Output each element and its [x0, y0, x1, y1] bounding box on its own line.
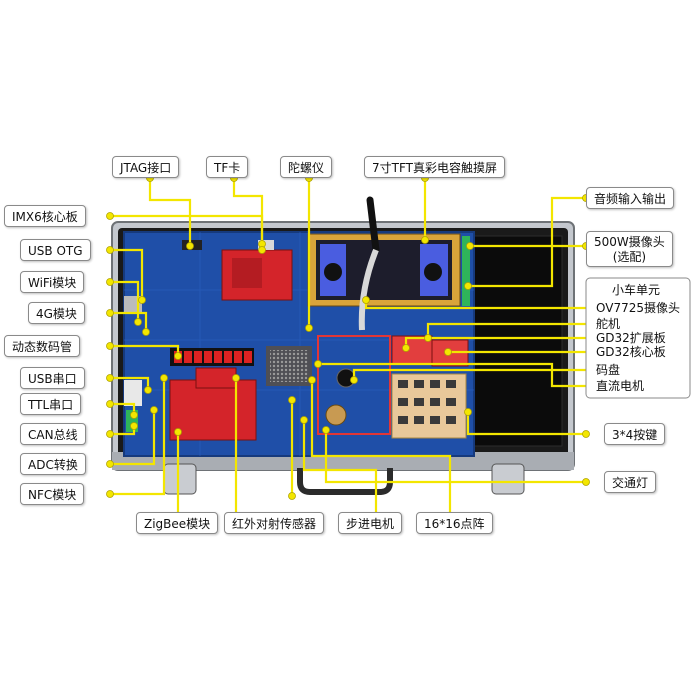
- label-seven-seg: 动态数码管: [4, 335, 81, 357]
- foam-compartment: [469, 235, 563, 447]
- label-jtag: JTAG接口: [112, 156, 180, 178]
- label-tft-screen: 7寸TFT真彩电容触摸屏: [364, 156, 505, 178]
- antenna: [366, 196, 380, 254]
- label-imx6: IMX6核心板: [4, 205, 86, 227]
- label-ttl-serial: TTL串口: [20, 393, 82, 415]
- tf-slot: [258, 240, 274, 250]
- label-tf-card: TF卡: [206, 156, 249, 178]
- label-nfc: NFC模块: [20, 483, 85, 505]
- label-encoder: 码盘: [596, 363, 621, 377]
- label-dot-matrix: 16*16点阵: [416, 512, 493, 534]
- label-usb-serial: USB串口: [20, 367, 85, 389]
- label-stepper-motor: 步进电机: [338, 512, 403, 534]
- label-ir-sensor: 红外对射传感器: [224, 512, 325, 534]
- label-zigbee: ZigBee模块: [136, 512, 219, 534]
- antenna-cable: [358, 248, 379, 331]
- label-500w-camera-title: 500W摄像头: [594, 235, 665, 249]
- label-500w-camera-note: (选配): [612, 250, 647, 264]
- car-unit-area: [317, 335, 391, 435]
- serial-port: [124, 380, 142, 406]
- label-ov7725: OV7725摄像头: [596, 301, 680, 315]
- label-4g: 4G模块: [28, 302, 85, 324]
- zigbee-board: [169, 379, 257, 441]
- label-dc-motor: 直流电机: [596, 379, 645, 393]
- encoder-disc: [325, 404, 347, 426]
- label-audio: 音频输入输出: [586, 187, 675, 209]
- label-traffic-light: 交通灯: [604, 471, 657, 493]
- label-gd32-core: GD32核心板: [596, 345, 666, 359]
- label-car-unit: 小车单元: [612, 283, 661, 297]
- latch-left: [163, 463, 197, 495]
- label-adc: ADC转换: [20, 453, 86, 475]
- label-usb-otg: USB OTG: [20, 239, 91, 261]
- latch-right: [491, 463, 525, 495]
- label-500w-camera: 500W摄像头 (选配): [586, 231, 673, 267]
- case-handle: [297, 468, 393, 495]
- label-can-bus: CAN总线: [20, 423, 86, 445]
- label-gyroscope: 陀螺仪: [280, 156, 333, 178]
- label-keypad: 3*4按键: [604, 423, 666, 445]
- label-wifi: WiFi模块: [20, 271, 85, 293]
